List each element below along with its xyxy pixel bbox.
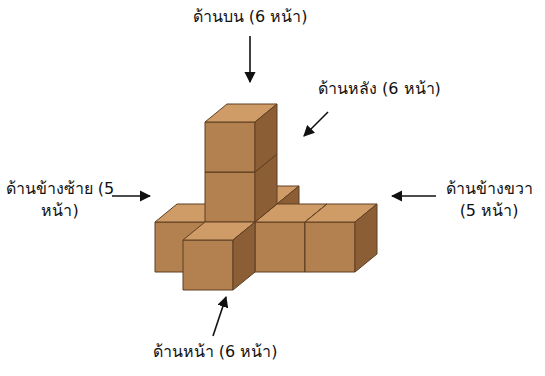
right-view-arrow: [392, 195, 436, 197]
front-view-label: ด้านหน้า (6 หน้า): [120, 341, 310, 363]
back-view-arrow: [304, 112, 328, 136]
back-view-label: ด้านหลัง (6 หน้า): [318, 78, 488, 100]
top-view-label: ด้านบน (6 หน้า): [165, 6, 335, 28]
cube-front-face: [205, 172, 255, 222]
front-view-arrow: [213, 297, 226, 336]
right-view-label: ด้านข้างขวา (5 หน้า): [437, 178, 541, 221]
cube-side-face: [233, 222, 255, 290]
cube-side-face: [255, 104, 277, 172]
cube-stack: [155, 104, 377, 290]
cube-side-face: [355, 204, 377, 272]
cube-front-face: [255, 222, 305, 272]
cube-front-face: [205, 122, 255, 172]
top-view-arrow: [249, 36, 251, 82]
cube-front-face: [305, 222, 355, 272]
left-view-label: ด้านข้างซ้าย (5 หน้า): [4, 178, 116, 221]
left-view-arrow: [112, 195, 150, 197]
cube-front-face: [183, 240, 233, 290]
